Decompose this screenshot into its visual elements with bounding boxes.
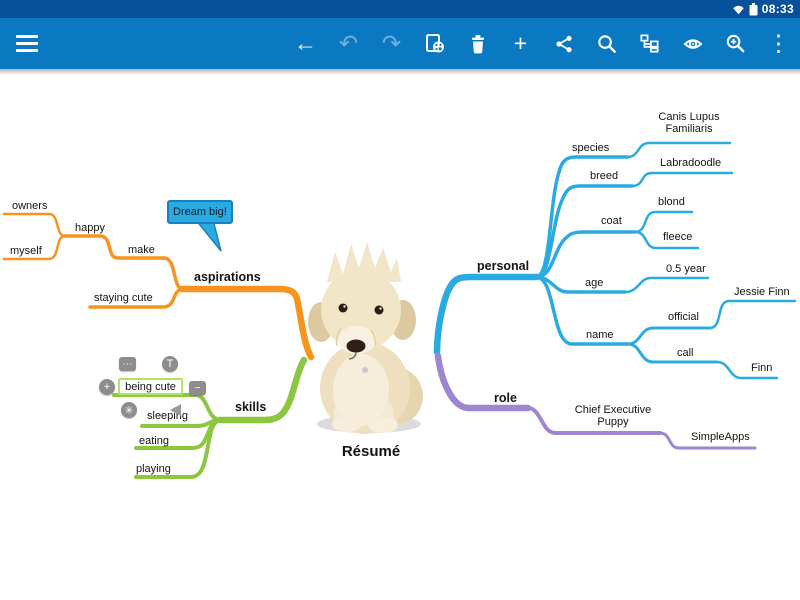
branch-personal — [433, 141, 797, 380]
node-age[interactable]: age — [585, 277, 604, 289]
node-breed-value[interactable]: Labradoodle — [660, 157, 722, 169]
callout-text[interactable]: Dream big! — [173, 206, 227, 218]
branch-role — [434, 352, 757, 450]
more-options-icon[interactable]: ⋮ — [767, 30, 790, 56]
text-style-handle-icon[interactable]: T — [162, 356, 178, 372]
status-bar: 08:33 — [0, 0, 800, 18]
node-staying-cute[interactable]: staying cute — [94, 292, 153, 304]
toolbar: ← ↶ ↷ + — [0, 18, 800, 69]
battery-icon — [749, 2, 758, 16]
collapse-handle-icon[interactable]: − — [189, 381, 206, 395]
node-blond[interactable]: blond — [658, 196, 685, 208]
node-make[interactable]: make — [128, 244, 155, 256]
node-sleeping[interactable]: sleeping — [147, 410, 188, 422]
node-fleece[interactable]: fleece — [663, 231, 693, 243]
node-coat[interactable]: coat — [601, 215, 622, 227]
layout-icon[interactable] — [628, 18, 671, 69]
branch-aspirations — [2, 212, 315, 361]
node-personal[interactable]: personal — [477, 259, 530, 273]
node-owners[interactable]: owners — [12, 200, 48, 212]
drag-handle-icon[interactable] — [170, 404, 181, 416]
view-icon[interactable] — [671, 18, 714, 69]
add-child-handle-icon[interactable]: + — [99, 379, 115, 395]
node-call-value[interactable]: Finn — [751, 362, 773, 374]
node-happy[interactable]: happy — [75, 222, 105, 234]
node-call[interactable]: call — [677, 347, 694, 359]
node-skills[interactable]: skills — [235, 400, 267, 414]
node-company[interactable]: SimpleApps — [691, 431, 750, 443]
menu-icon[interactable] — [4, 18, 50, 69]
clock: 08:33 — [761, 2, 794, 16]
node-role[interactable]: role — [494, 391, 517, 405]
back-icon[interactable]: ← — [294, 30, 317, 56]
zoom-in-icon[interactable] — [714, 18, 757, 69]
node-official-value[interactable]: Jessie Finn — [734, 286, 790, 298]
central-topic[interactable]: Résumé — [341, 443, 401, 460]
node-myself[interactable]: myself — [10, 245, 42, 257]
search-icon[interactable] — [585, 18, 628, 69]
dog-image — [308, 242, 423, 434]
wifi-icon — [732, 3, 745, 15]
delete-icon[interactable] — [456, 18, 499, 69]
node-breed[interactable]: breed — [590, 170, 619, 182]
branch-skills — [112, 356, 308, 479]
node-role-value[interactable]: Chief Executive Puppy — [574, 404, 652, 428]
node-age-value[interactable]: 0.5 year — [666, 263, 706, 275]
node-species[interactable]: species — [572, 142, 610, 154]
selected-node-being-cute[interactable]: being cute — [118, 378, 183, 395]
node-aspirations[interactable]: aspirations — [194, 270, 261, 284]
style-handle-icon[interactable]: ✳ — [121, 402, 137, 418]
node-eating[interactable]: eating — [139, 435, 169, 447]
node-name[interactable]: name — [586, 329, 614, 341]
redo-icon[interactable]: ↷ — [381, 30, 402, 56]
share-icon[interactable] — [542, 18, 585, 69]
more-handle-icon[interactable]: ⋯ — [119, 357, 136, 371]
node-playing[interactable]: playing — [136, 463, 171, 475]
node-official[interactable]: official — [668, 311, 699, 323]
callout-bubble — [167, 200, 233, 252]
undo-icon[interactable]: ↶ — [338, 30, 359, 56]
style-sheet-icon[interactable] — [413, 18, 456, 69]
node-species-value[interactable]: Canis Lupus Familiaris — [658, 111, 720, 135]
add-topic-icon[interactable]: + — [513, 30, 528, 56]
